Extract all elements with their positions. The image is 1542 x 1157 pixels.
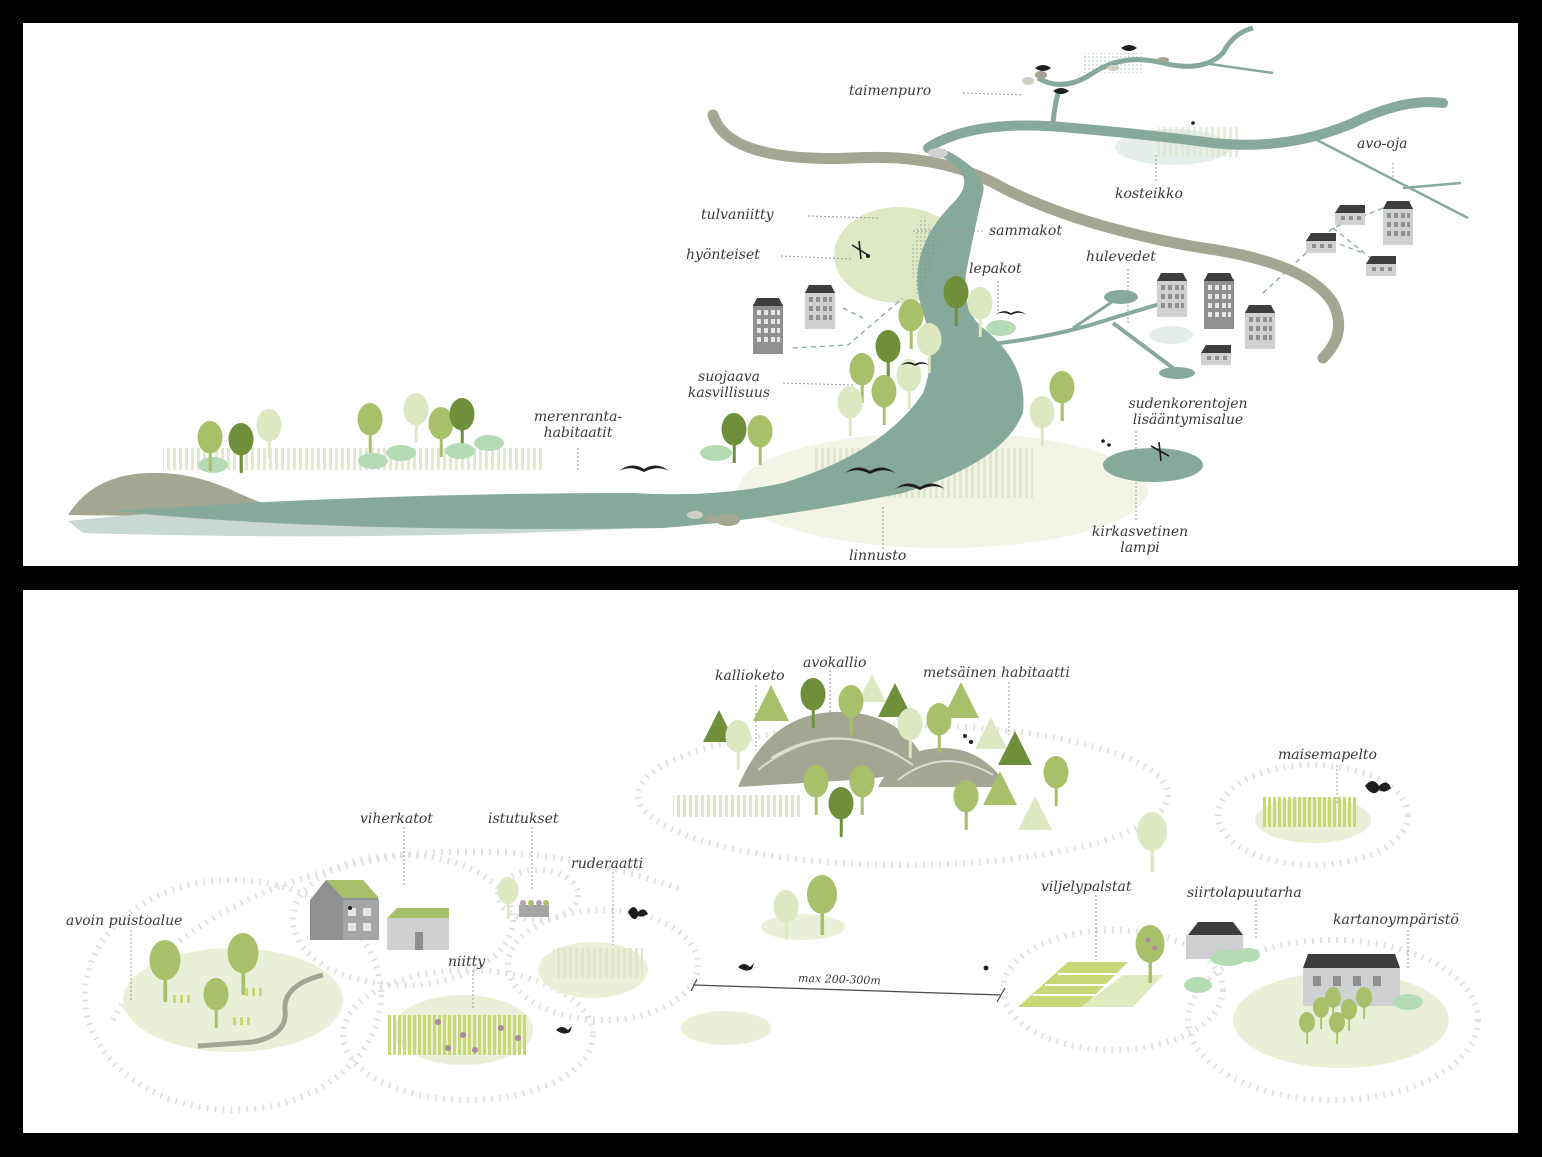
landscape-field-hatch	[1263, 797, 1358, 827]
label-suojaava-kasvillisuus: suojaava kasvillisuus	[673, 369, 785, 401]
label-viherkatot: viherkatot	[360, 811, 433, 827]
storm-water-channel	[982, 301, 1164, 347]
label-kallioketo: kallioketo	[715, 668, 785, 684]
allotment-plots	[1018, 925, 1165, 1007]
niitty-hatch	[388, 1015, 528, 1055]
label-kosteikko: kosteikko	[1115, 186, 1183, 202]
bottom-panel-green-habitats: kallioketo avokallio metsäinen habitaatt…	[23, 590, 1518, 1133]
top-scene-illustration	[68, 25, 1469, 551]
label-linnusto: linnusto	[849, 548, 907, 564]
label-viljelypalstat: viljelypalstat	[1041, 879, 1132, 895]
park-path	[197, 972, 324, 1049]
small-meadow	[681, 1011, 771, 1045]
label-line: suojaava	[698, 369, 760, 385]
clear-water-pond	[1103, 448, 1203, 482]
label-maisemapelto: maisemapelto	[1278, 747, 1377, 763]
label-line: lampi	[1120, 540, 1160, 556]
label-sammakot: sammakot	[989, 223, 1062, 239]
label-line: kasvillisuus	[687, 385, 771, 401]
meadow-flowers	[435, 1019, 521, 1053]
storm-pond	[1104, 290, 1138, 304]
wildlife-icons	[348, 734, 1391, 1034]
rock-outcrop	[738, 711, 928, 787]
upper-river	[923, 97, 1448, 153]
label-avokallio: avokallio	[803, 655, 867, 671]
rock-meadow-hatch	[673, 795, 803, 817]
label-kartanoymparisto: kartanoympäristö	[1333, 912, 1459, 928]
label-line: sudenkorentojen	[1128, 396, 1248, 412]
shore-trees	[197, 393, 504, 473]
label-ruderaatti: ruderaatti	[571, 856, 644, 872]
label-hyonteiset: hyönteiset	[686, 247, 760, 263]
label-hulevedet: hulevedet	[1086, 249, 1156, 265]
label-avoin-puistoalue: avoin puistoalue	[66, 913, 183, 929]
label-distance: max 200-300m	[797, 971, 882, 988]
label-avo-oja: avo-oja	[1357, 136, 1408, 152]
label-line: merenranta-	[533, 409, 623, 425]
label-kirkasvetinen-lampi: kirkasvetinen lampi	[1073, 524, 1207, 556]
label-line: habitaatit	[543, 425, 613, 441]
park-meadow	[123, 948, 343, 1052]
riverbank-trees	[700, 276, 1075, 465]
label-siirtolapuutarha: siirtolapuutarha	[1187, 885, 1302, 901]
open-ditch	[1312, 136, 1469, 220]
bottom-scene-illustration	[82, 670, 1481, 1113]
label-tulvaniitty: tulvaniitty	[701, 207, 774, 223]
green-roof-buildings	[310, 880, 449, 950]
label-istutukset: istutukset	[488, 811, 559, 827]
label-line: kirkasvetinen	[1091, 524, 1189, 540]
planter-boxes	[519, 900, 549, 917]
road	[707, 109, 1345, 364]
dragonfly-icons	[851, 240, 1170, 462]
garden-house	[1184, 922, 1260, 993]
label-merenranta-habitaatit: merenranta- habitaatit	[523, 409, 633, 441]
lone-tree	[1137, 812, 1167, 872]
label-metsainen-habitaatti: metsäinen habitaatti	[923, 665, 1070, 681]
top-panel-water-habitats: taimenpuro kosteikko avo-oja tulvaniitty…	[23, 23, 1518, 566]
trout-brook	[1036, 25, 1254, 87]
label-line: lisääntymisalue	[1132, 412, 1244, 428]
label-taimenpuro: taimenpuro	[849, 83, 932, 99]
trout-fish	[1035, 45, 1137, 94]
label-sudenkorentojen-lisaantymisalue: sudenkorentojen lisääntymisalue	[1108, 396, 1268, 428]
label-niitty: niitty	[448, 954, 486, 970]
manor-house	[1299, 954, 1423, 1044]
river-mouth-stones	[687, 57, 1169, 526]
label-lepakot: lepakot	[969, 261, 1022, 277]
distance-line	[690, 978, 1006, 1003]
